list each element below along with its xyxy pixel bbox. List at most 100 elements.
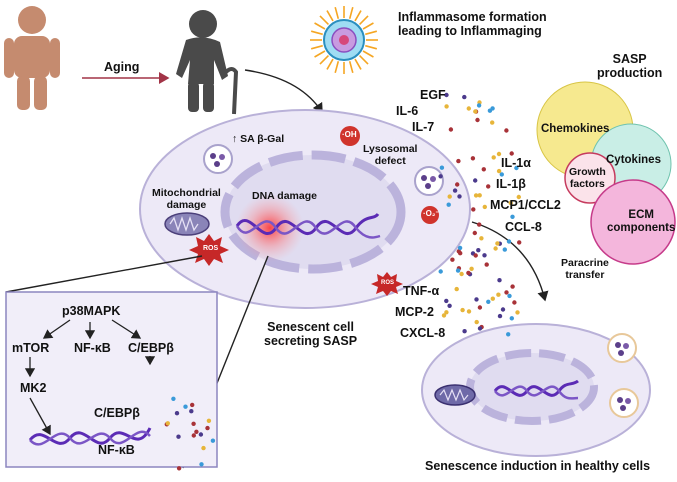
cytokine-il1a: IL-1α <box>501 156 531 170</box>
sasp-particle <box>457 245 463 251</box>
sasp-particle <box>210 438 216 443</box>
sasp-particle <box>194 429 199 434</box>
connector-line-1 <box>5 255 203 293</box>
sasp-particle <box>508 200 513 206</box>
sasp-particle <box>438 269 443 274</box>
ros-label-1: ROS <box>203 245 219 252</box>
sasp-particle <box>469 266 474 271</box>
growth-factors-circle <box>564 152 616 204</box>
sasp-particle <box>515 310 520 315</box>
sasp-particle <box>506 332 511 337</box>
lysosome <box>414 166 444 196</box>
sasp-production-label: SASP production <box>597 52 663 81</box>
inflammasome-ray <box>358 15 369 26</box>
sasp-particle <box>466 106 471 111</box>
sasp-particle <box>458 251 463 256</box>
sasp-particle <box>497 278 502 283</box>
sasp-particle <box>165 421 170 426</box>
sa-bgal-label: ↑ SA β-Gal <box>232 133 285 145</box>
sasp-particle <box>484 262 489 267</box>
pathway-dna-2 <box>29 430 151 446</box>
sasp-particle <box>444 104 449 109</box>
sasp-particle <box>470 156 476 161</box>
sasp-particle <box>506 239 512 244</box>
sasp-particle <box>171 396 176 401</box>
inflammasome-ray <box>319 54 330 65</box>
sasp-particle <box>493 246 498 251</box>
sasp-particle <box>471 207 476 212</box>
inflammasome-ray <box>334 6 340 19</box>
sasp-particle <box>455 268 461 273</box>
sasp-particle <box>512 300 517 305</box>
cytokine-mcp2: MCP-2 <box>395 305 434 319</box>
young-person-icon <box>4 6 60 110</box>
sasp-particle <box>447 194 452 199</box>
sasp-particle <box>495 241 500 246</box>
healthy-cell <box>421 323 651 457</box>
ecm-components-label: ECM components <box>607 209 676 235</box>
inflammasome-ray <box>348 6 354 19</box>
inflammasome-ray <box>319 15 330 26</box>
pathway-nfkb: NF-κB <box>74 341 111 355</box>
sasp-particle <box>466 270 471 276</box>
sasp-particle <box>190 402 195 408</box>
sasp-particle <box>473 109 478 114</box>
sasp-particles <box>164 92 522 471</box>
inflammasome-ray <box>314 22 326 30</box>
sasp-particle <box>473 193 479 198</box>
pathway-nfkb-dna: NF-κB <box>98 443 135 457</box>
sasp-particle <box>499 172 504 177</box>
sasp-particle <box>517 240 522 245</box>
inflammasome-icon <box>310 6 378 74</box>
sasp-particle <box>474 319 479 325</box>
paracrine-label: Paracrine transfer <box>561 257 609 282</box>
sasp-particle <box>504 128 509 133</box>
sasp-particle <box>482 253 487 258</box>
sasp-particle <box>446 202 451 207</box>
sasp-particle <box>476 248 481 253</box>
inflammasome-ray <box>310 44 323 50</box>
sasp-particle <box>507 293 512 299</box>
sasp-particle <box>459 271 464 277</box>
cytokine-cxcl8: CXCL-8 <box>400 326 446 340</box>
sasp-particle <box>462 94 467 100</box>
sasp-particle <box>450 257 455 262</box>
aging-label: Aging <box>104 60 140 74</box>
pathway-p38mapk: p38MAPK <box>62 304 121 318</box>
cytokine-il1b: IL-1β <box>496 177 526 191</box>
sasp-particle <box>486 184 491 189</box>
paracrine-arrow <box>471 221 549 302</box>
cytokine-il6: IL-6 <box>396 104 419 118</box>
sasp-particle <box>504 290 509 295</box>
sasp-particle <box>189 409 194 414</box>
sasp-particle <box>444 92 449 98</box>
inflammasome-ray <box>310 30 323 36</box>
sasp-particle <box>496 168 502 174</box>
sasp-particle <box>457 194 462 199</box>
ros-label-2: ROS <box>381 280 395 286</box>
ros-burst-icon <box>189 234 229 266</box>
pathway-cebpb: C/EBPβ <box>128 341 174 355</box>
sasp-particle <box>438 174 443 179</box>
sasp-particle <box>509 316 514 321</box>
inflammasome-ray <box>348 61 354 74</box>
sasp-particle <box>487 108 493 113</box>
ecm-components-circle <box>590 179 676 265</box>
sasp-particle <box>205 425 210 431</box>
sasp-particle <box>479 236 484 241</box>
cytokines-label: Cytokines <box>606 154 661 166</box>
sasp-particle <box>481 167 486 172</box>
sasp-particle <box>476 103 482 108</box>
sasp-particle <box>462 329 467 334</box>
sasp-particle <box>491 155 496 160</box>
pathway-mk2: MK2 <box>20 381 47 395</box>
inflammasome-ray <box>334 61 340 74</box>
dna-strand-2 <box>235 220 381 239</box>
cytokine-ccl8: CCL-8 <box>505 220 542 234</box>
inflammasome-ray <box>326 10 334 22</box>
sasp-particle <box>198 432 204 437</box>
sasp-particle <box>448 127 454 132</box>
sasp-particle <box>444 298 449 304</box>
